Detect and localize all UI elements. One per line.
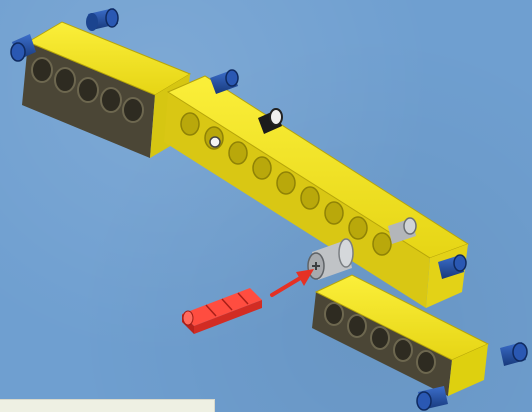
blue-axle-pin-bottom-right	[500, 342, 527, 366]
caption-strip	[0, 399, 215, 412]
insertion-arrow	[272, 269, 314, 295]
red-axle-connector	[182, 288, 262, 334]
lower-right-short-beam	[312, 275, 488, 396]
blue-axle-pin-bottom	[417, 386, 448, 410]
blue-axle-pin-top	[86, 8, 118, 31]
